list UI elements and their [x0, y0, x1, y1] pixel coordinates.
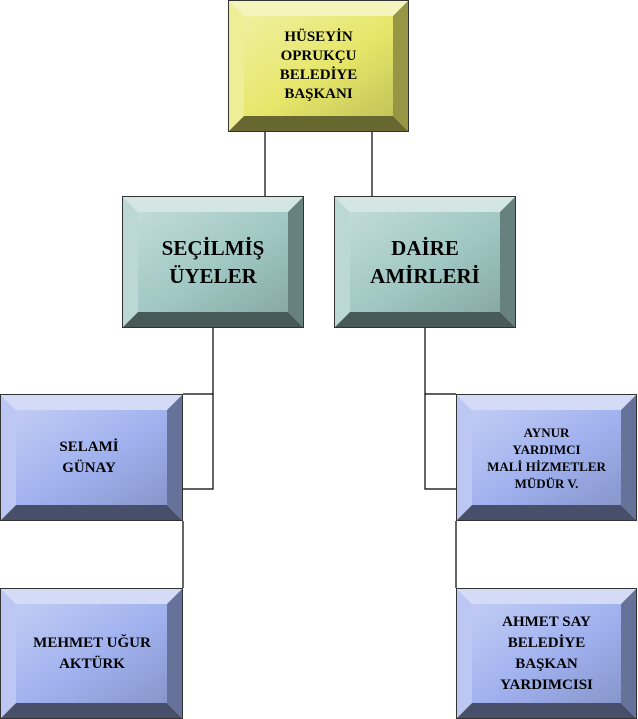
- aynur-line-1: AYNUR: [523, 424, 570, 440]
- bevel-outline: [122, 196, 304, 328]
- bevel-right: [167, 394, 183, 521]
- ahmet-text-block: AHMET SAY BELEDİYE BAŞKAN YARDIMCISI: [500, 612, 593, 696]
- node-root-label: HÜSEYİN OPRUKÇU BELEDİYE BAŞKANI: [246, 10, 391, 122]
- bevel-top: [0, 394, 183, 410]
- connector-secilmis-selami: [183, 328, 214, 395]
- bevel-left: [122, 196, 138, 328]
- bevel-top: [0, 588, 183, 604]
- bevel-left: [0, 588, 16, 719]
- node-daire-amirleri-label: DAİRE AMİRLERİ: [350, 212, 500, 312]
- ahmet-line-1: AHMET SAY: [502, 613, 591, 630]
- node-mehmet-ugur-akturk: MEHMET UĞUR AKTÜRK: [0, 588, 183, 719]
- bevel-right: [621, 588, 637, 719]
- bevel-left: [456, 588, 472, 719]
- selami-text-block: SELAMİ GÜNAY: [59, 437, 118, 479]
- bevel-top: [122, 196, 304, 212]
- bevel-outline: [0, 394, 183, 521]
- aynur-line-3: MALİ HİZMETLER: [487, 458, 606, 474]
- bevel-face: [244, 16, 393, 116]
- node-mehmet-ugur-akturk-label: MEHMET UĞUR AKTÜRK: [8, 602, 176, 705]
- bevel-face: [16, 604, 167, 703]
- selami-line-2: GÜNAY: [62, 459, 116, 476]
- secilmis-text-block: SEÇİLMİŞ ÜYELER: [162, 234, 265, 290]
- node-selami-gunay-label: SELAMİ GÜNAY: [14, 408, 164, 507]
- bevel-top: [456, 394, 637, 410]
- selami-line-1: SELAMİ: [59, 438, 119, 455]
- bevel-outline: [334, 196, 516, 328]
- bevel-left: [456, 394, 472, 521]
- bevel-face: [472, 410, 621, 505]
- bevel-top: [334, 196, 516, 212]
- root-text-block: HÜSEYİN OPRUKÇU BELEDİYE BAŞKANI: [280, 28, 358, 104]
- bevel-bottom: [456, 505, 637, 521]
- bevel-outline: [456, 394, 637, 521]
- bevel-bottom: [228, 116, 409, 132]
- bevel-right: [288, 196, 304, 328]
- bevel-bottom: [456, 703, 637, 719]
- root-line-3: BELEDİYE: [279, 67, 358, 83]
- daire-line-2: AMİRLERİ: [370, 264, 480, 288]
- bevel-face: [472, 604, 621, 703]
- node-daire-amirleri: DAİRE AMİRLERİ: [334, 196, 516, 328]
- node-ahmet-say-label: AHMET SAY BELEDİYE BAŞKAN YARDIMCISI: [466, 602, 627, 705]
- secilmis-line-2: ÜYELER: [169, 264, 257, 288]
- root-line-2: OPRUKÇU: [280, 48, 357, 64]
- ahmet-line-3: BAŞKAN: [515, 655, 578, 672]
- connector-daire-aynur-bottom: [424, 394, 456, 490]
- bevel-face: [16, 410, 167, 505]
- mehmet-line-2: AKTÜRK: [59, 655, 125, 672]
- bevel-right: [500, 196, 516, 328]
- root-line-1: HÜSEYİN: [284, 29, 353, 45]
- connector-secilmis-selami-bottom: [183, 394, 214, 490]
- ahmet-line-4: YARDIMCISI: [500, 676, 593, 693]
- node-root: HÜSEYİN OPRUKÇU BELEDİYE BAŞKANI: [228, 0, 409, 132]
- bevel-bottom: [334, 312, 516, 328]
- node-secilmis-uyeler: SEÇİLMİŞ ÜYELER: [122, 196, 304, 328]
- daire-line-1: DAİRE: [391, 236, 459, 260]
- secilmis-line-1: SEÇİLMİŞ: [161, 236, 265, 260]
- ahmet-line-2: BELEDİYE: [507, 634, 586, 651]
- bevel-face: [138, 212, 288, 312]
- aynur-line-4: MÜDÜR V.: [514, 475, 579, 491]
- daire-text-block: DAİRE AMİRLERİ: [370, 234, 480, 290]
- node-selami-gunay: SELAMİ GÜNAY: [0, 394, 183, 521]
- bevel-top: [456, 588, 637, 604]
- mehmet-text-block: MEHMET UĞUR AKTÜRK: [33, 633, 151, 675]
- node-secilmis-uyeler-label: SEÇİLMİŞ ÜYELER: [138, 212, 288, 312]
- bevel-left: [228, 0, 244, 132]
- bevel-right: [393, 0, 409, 132]
- bevel-right: [167, 588, 183, 719]
- bevel-left: [0, 394, 16, 521]
- bevel-bottom: [0, 505, 183, 521]
- root-line-4: BAŞKANI: [284, 86, 353, 102]
- bevel-bottom: [0, 703, 183, 719]
- bevel-top: [228, 0, 409, 16]
- bevel-right: [621, 394, 637, 521]
- mehmet-line-1: MEHMET UĞUR: [33, 634, 151, 651]
- bevel-outline: [228, 0, 409, 132]
- connector-daire-aynur: [424, 328, 456, 395]
- node-ahmet-say: AHMET SAY BELEDİYE BAŞKAN YARDIMCISI: [456, 588, 637, 719]
- bevel-left: [334, 196, 350, 328]
- bevel-face: [350, 212, 500, 312]
- aynur-line-2: YARDIMCI: [512, 441, 581, 457]
- bevel-bottom: [122, 312, 304, 328]
